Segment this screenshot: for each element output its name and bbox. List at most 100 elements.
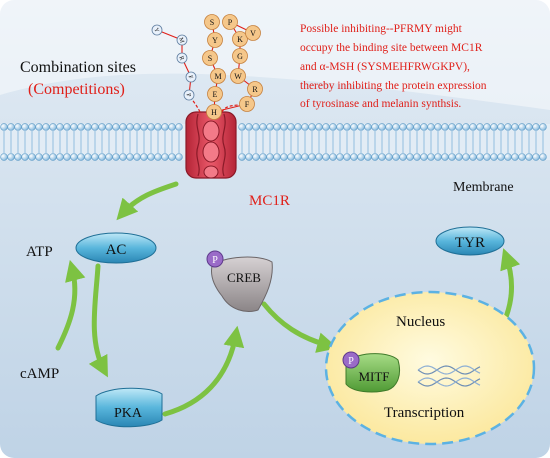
lipid-head	[28, 153, 36, 161]
lipid-head	[266, 153, 274, 161]
lipid-head	[399, 123, 407, 131]
tyr-node: TYR	[435, 226, 505, 256]
lipid-head	[518, 153, 526, 161]
msh-residue-label: M	[214, 72, 221, 81]
lipid-head	[532, 123, 540, 131]
lipid-head	[42, 153, 50, 161]
msh-residue-label: G	[237, 52, 243, 61]
lipid-head	[525, 123, 533, 131]
lipid-head	[42, 123, 50, 131]
lipid-head	[301, 123, 309, 131]
msh-residue	[232, 31, 248, 47]
membrane-lipid-tails	[3, 130, 544, 154]
arrow-creb-to-nucleus	[261, 301, 339, 353]
lipid-head	[329, 123, 337, 131]
lipid-head	[497, 153, 505, 161]
dna-strand	[417, 377, 481, 387]
lipid-head	[350, 153, 358, 161]
camp-label: cAMP	[20, 366, 59, 382]
lipid-head	[35, 153, 43, 161]
lipid-head	[56, 123, 64, 131]
lipid-head	[77, 123, 85, 131]
lipid-head	[336, 123, 344, 131]
lipid-head	[98, 123, 106, 131]
lipid-head	[154, 123, 162, 131]
pfrmy-residue	[176, 52, 188, 64]
lipid-head	[126, 123, 134, 131]
lipid-head	[112, 123, 120, 131]
lipid-head	[105, 153, 113, 161]
lipid-head	[413, 153, 421, 161]
lipid-head	[448, 153, 456, 161]
lipid-head	[406, 153, 414, 161]
background-highlight	[0, 0, 550, 110]
lipid-head	[371, 153, 379, 161]
lipid-head	[84, 123, 92, 131]
msh-residue	[239, 96, 255, 112]
membrane-lower-leaflet	[0, 153, 547, 161]
lipid-head	[273, 153, 281, 161]
lipid-head	[112, 153, 120, 161]
lipid-head	[343, 123, 351, 131]
lipid-head	[504, 123, 512, 131]
lipid-head	[490, 153, 498, 161]
creb-label: CREB	[227, 270, 261, 285]
lipid-head	[140, 123, 148, 131]
lipid-head	[245, 153, 253, 161]
lipid-head	[378, 153, 386, 161]
lipid-head	[273, 123, 281, 131]
transcription-label: Transcription	[384, 405, 465, 421]
msh-residue-label: P	[228, 18, 233, 27]
lipid-head	[364, 153, 372, 161]
lipid-head	[252, 123, 260, 131]
lipid-head	[14, 123, 22, 131]
dna-strands	[417, 365, 481, 387]
arrow-ac-to-pka	[88, 263, 108, 378]
lipid-head	[294, 153, 302, 161]
msh-residue-label: R	[252, 85, 258, 94]
atp-label: ATP	[26, 244, 53, 260]
msh-residue	[204, 14, 220, 30]
creb-node: CREB P	[206, 250, 273, 312]
creb-phosphate	[206, 250, 224, 268]
msh-residue	[206, 104, 222, 120]
lipid-head	[357, 123, 365, 131]
pfrmy-residue-label: Y	[152, 27, 159, 34]
lipid-head	[322, 153, 330, 161]
lipid-head	[252, 153, 260, 161]
lipid-head	[28, 123, 36, 131]
lipid-head	[70, 153, 78, 161]
lipid-head	[175, 153, 183, 161]
lipid-head	[266, 123, 274, 131]
lipid-head	[49, 123, 57, 131]
lipid-head	[322, 123, 330, 131]
lipid-head	[0, 153, 8, 161]
lipid-head	[147, 153, 155, 161]
note-line-4: thereby inhibiting the protein expressio…	[300, 80, 487, 92]
lipid-head	[161, 153, 169, 161]
lipid-head	[21, 153, 29, 161]
lipid-head	[329, 153, 337, 161]
pfrmy-residue	[151, 24, 163, 36]
lipid-head	[406, 123, 414, 131]
nucleus-label: Nucleus	[396, 314, 445, 330]
lipid-head	[259, 153, 267, 161]
combination-sites-title: Combination sites	[20, 59, 136, 76]
pfrmy-residue-label: M	[177, 37, 185, 45]
note-line-5: of tyrosinase and melanin synthsis.	[300, 98, 461, 110]
msh-residue	[230, 68, 246, 84]
cell-membrane	[0, 123, 550, 161]
msh-residue	[232, 48, 248, 64]
lipid-head	[280, 153, 288, 161]
lipid-head	[497, 123, 505, 131]
lipid-head	[308, 123, 316, 131]
lipid-head	[7, 123, 15, 131]
lipid-head	[371, 123, 379, 131]
lipid-head	[7, 153, 15, 161]
lipid-head	[259, 123, 267, 131]
lipid-head	[504, 153, 512, 161]
pfrmy-residue	[176, 34, 188, 46]
lipid-head	[238, 123, 246, 131]
msh-residue-label: W	[234, 72, 242, 81]
